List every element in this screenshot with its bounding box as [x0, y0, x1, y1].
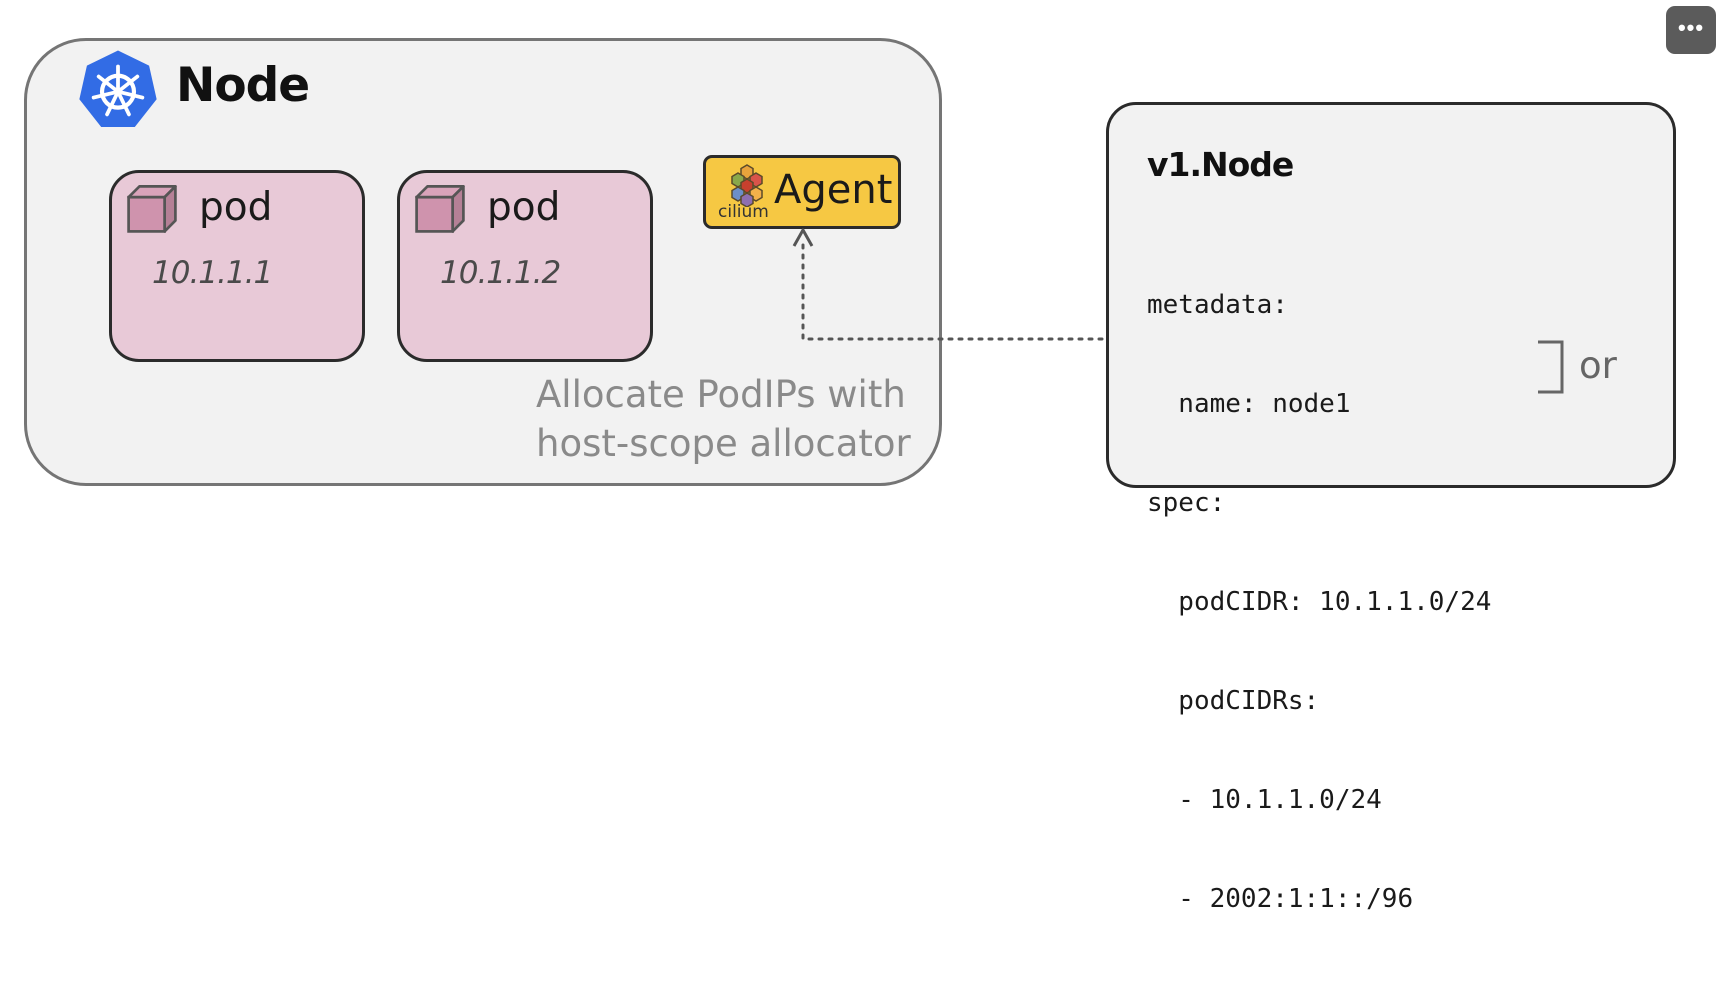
pod-label: pod [487, 185, 561, 230]
pod-ip: 10.1.1.2 [440, 255, 561, 291]
yaml-line: name: node1 [1147, 389, 1351, 419]
yaml-line: metadata: [1147, 290, 1288, 320]
allocate-caption: Allocate PodIPs with host-scope allocato… [536, 370, 911, 468]
menu-icon: ••• [1677, 15, 1705, 40]
allocate-caption-line: Allocate PodIPs with [536, 373, 906, 416]
connector-arrow [792, 228, 1164, 341]
cilium-logo-icon [731, 164, 763, 207]
yaml-line: podCIDR: 10.1.1.0/24 [1147, 587, 1492, 617]
kubernetes-logo-icon [79, 50, 157, 127]
v1-node-title: v1.Node [1147, 145, 1294, 184]
pod-card: pod 10.1.1.1 [109, 170, 365, 362]
pod-ip: 10.1.1.1 [152, 255, 273, 291]
more-menu-button[interactable]: ••• [1666, 6, 1716, 54]
pod-cube-icon [415, 185, 465, 233]
agent-label: Agent [774, 167, 893, 213]
node-title: Node [176, 58, 310, 113]
pod-label: pod [199, 185, 273, 230]
yaml-line: podCIDRs: [1147, 686, 1320, 716]
yaml-line: spec: [1147, 488, 1226, 518]
pod-cube-icon [127, 185, 177, 233]
pod-card: pod 10.1.1.2 [397, 170, 653, 362]
yaml-line: - 10.1.1.0/24 [1147, 785, 1382, 815]
allocate-caption-line: host-scope allocator [536, 422, 911, 465]
or-label: or [1579, 344, 1617, 387]
yaml-block: metadata: name: node1 spec: podCIDR: 10.… [1147, 223, 1491, 982]
cilium-brand-text: cilium [718, 202, 769, 222]
bracket-icon [1538, 340, 1564, 394]
cilium-agent: cilium Agent [703, 155, 901, 229]
v1-node-panel: v1.Node metadata: name: node1 spec: podC… [1106, 102, 1676, 914]
yaml-line: - 2002:1:1::/96 [1147, 884, 1414, 914]
